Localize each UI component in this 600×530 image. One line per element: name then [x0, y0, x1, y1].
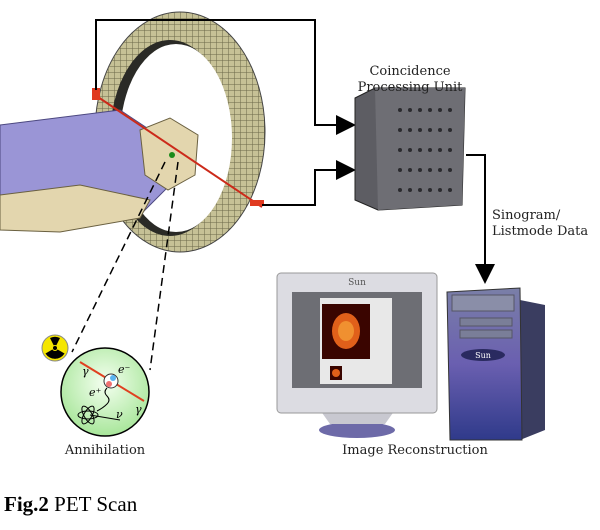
coincidence-processing-unit — [354, 87, 466, 211]
label-line: Coincidence — [369, 64, 451, 79]
label-line: Sinogram/ — [492, 208, 561, 223]
neutrino-symbol: ν — [116, 408, 123, 421]
projection-line — [71, 161, 166, 353]
gamma-ray-line — [94, 94, 263, 208]
figure-caption: Fig.2 PET Scan — [4, 492, 137, 517]
annihilation-sphere: γ γ e⁻ e⁺ ν — [60, 347, 150, 437]
image-reconstruction-label: Image Reconstruction — [342, 443, 488, 458]
server-brand-logo: Sun — [475, 351, 491, 360]
signal-arrow-top — [95, 19, 356, 135]
label-line: Processing Unit — [357, 80, 463, 95]
coincidence-unit-label: Coincidence Processing Unit — [350, 64, 470, 96]
figure-number: Fig.2 — [4, 492, 49, 516]
radiation-icon — [41, 334, 69, 362]
patient — [0, 109, 199, 233]
detector-hit — [250, 200, 264, 206]
label-line: Listmode Data — [492, 224, 589, 239]
detector-hit — [92, 88, 100, 100]
electron-symbol: e⁻ — [118, 363, 131, 376]
signal-arrow-bottom — [262, 160, 356, 206]
figure-title: PET Scan — [54, 492, 138, 516]
monitor-brand-logo: Sun — [348, 278, 366, 288]
gamma-symbol: γ — [135, 403, 142, 416]
positron-symbol: e⁺ — [89, 386, 102, 399]
data-arrow — [466, 154, 495, 284]
monitor: Sun — [276, 272, 438, 438]
sinogram-label: Sinogram/ Listmode Data — [492, 208, 588, 240]
projection-line — [149, 161, 179, 371]
annihilation-point — [169, 152, 175, 158]
gamma-symbol: γ — [82, 365, 89, 378]
reconstruction-server: Sun — [446, 287, 545, 441]
annihilation-label: Annihilation — [64, 443, 146, 458]
